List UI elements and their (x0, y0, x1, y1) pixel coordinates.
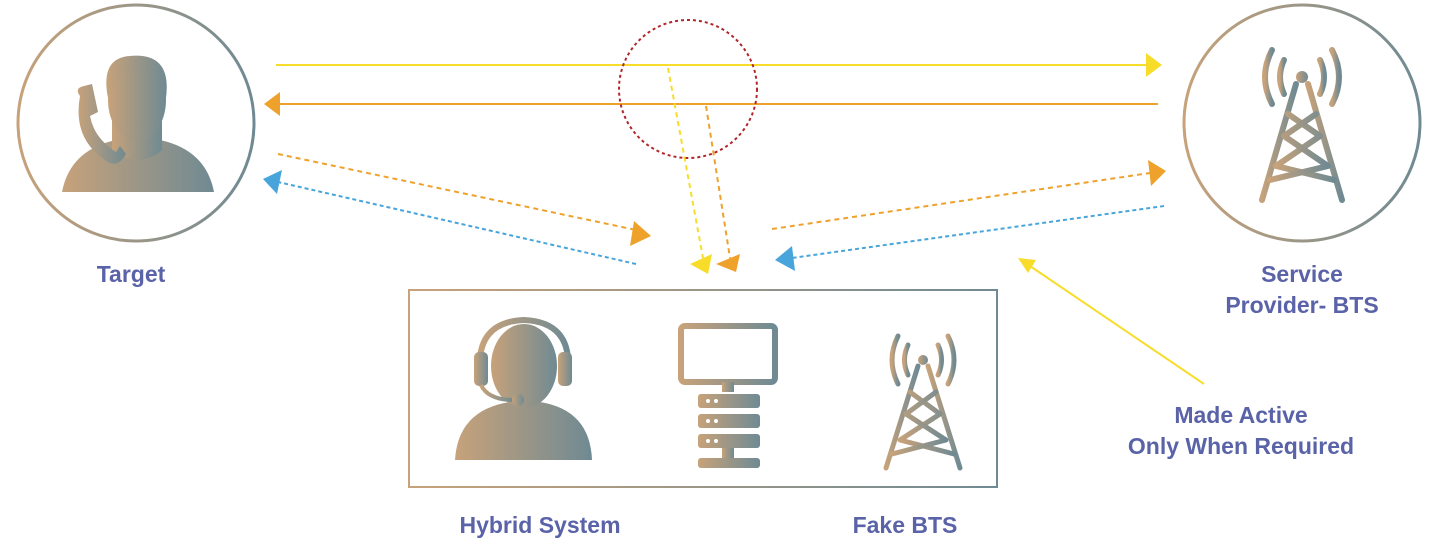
hybrid-system-box (408, 289, 998, 488)
service-provider-label-line-1: Service (1261, 261, 1343, 287)
made-active-label-line-2: Only When Required (1127, 433, 1355, 459)
service-provider-label-line-2: Provider- BTS (1225, 292, 1379, 318)
made-active-label: Made Active Only When Required (1100, 400, 1382, 462)
headset-operator-icon (455, 316, 592, 460)
fake-bts-label: Fake BTS (852, 512, 958, 538)
cell-tower-icon (1259, 47, 1345, 203)
computer-server-icon (678, 323, 778, 468)
system-provider-arrows (771, 160, 1166, 271)
service-provider-circle (1182, 3, 1422, 243)
intercept-arrows (667, 67, 740, 274)
target-circle (16, 3, 256, 243)
service-provider-label: Service Provider- BTS (1192, 259, 1412, 321)
person-on-phone-icon (62, 55, 214, 192)
hybrid-system-label: Hybrid System (459, 512, 621, 538)
target-node (16, 3, 256, 243)
made-active-label-line-1: Made Active (1174, 402, 1308, 428)
fake-bts-tower-icon (883, 333, 963, 471)
target-label: Target (96, 261, 166, 287)
intercept-circle (618, 19, 758, 159)
made-active-arrow (1018, 258, 1205, 385)
service-provider-node (1182, 3, 1422, 243)
solid-arrows (264, 53, 1162, 116)
target-system-arrows (263, 153, 651, 265)
